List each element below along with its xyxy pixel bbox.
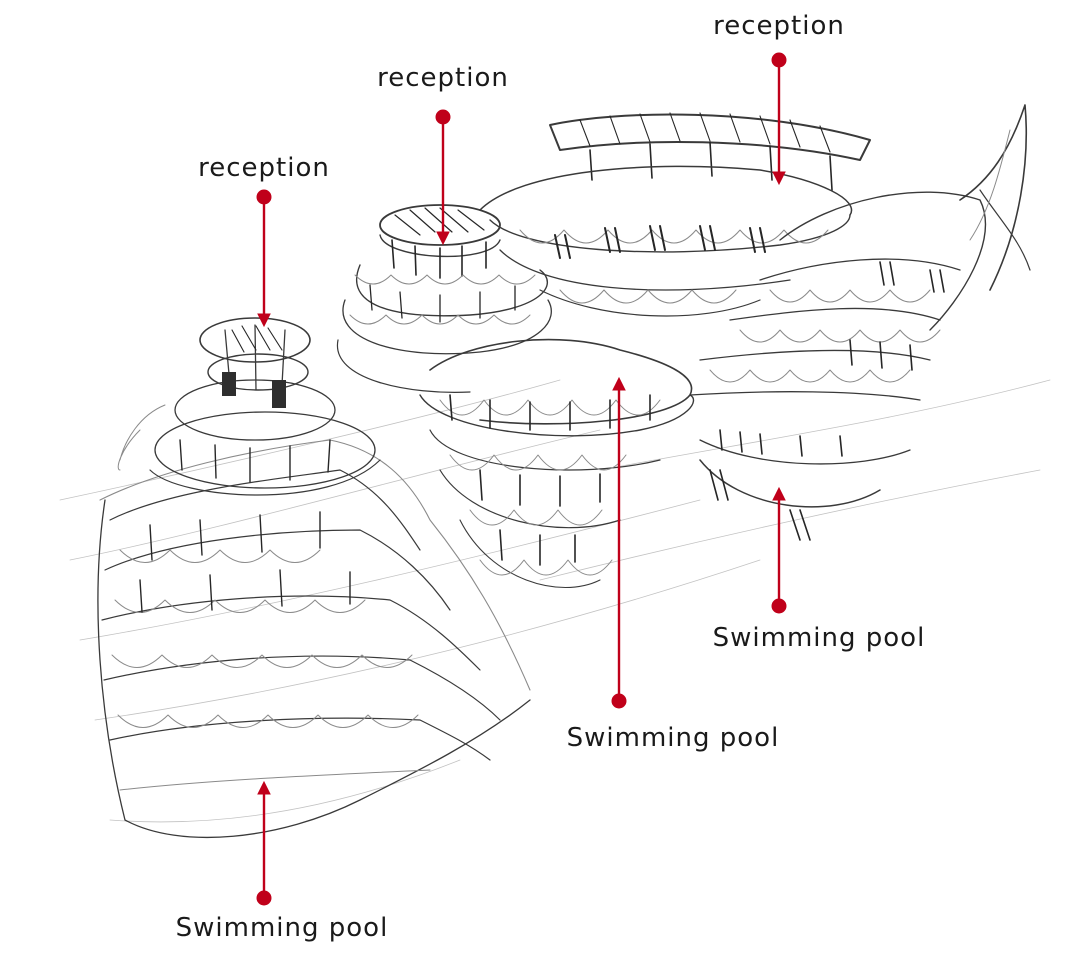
middle-terrace-building	[336, 204, 695, 588]
right-terrace-building	[479, 104, 1031, 541]
label-reception-right: reception	[713, 11, 845, 41]
left-terrace-building	[97, 317, 531, 839]
leader-pool-middle	[611, 376, 627, 709]
leader-pool-left	[256, 780, 272, 906]
leader-pool-right	[771, 486, 787, 614]
label-pool-middle: Swimming pool	[567, 723, 780, 753]
leader-reception-middle	[435, 109, 451, 246]
label-reception-left: reception	[198, 153, 330, 183]
leader-lines	[256, 52, 787, 906]
construction-lines	[59, 379, 1051, 823]
leader-reception-left	[256, 189, 272, 328]
label-pool-left: Swimming pool	[176, 913, 389, 943]
label-pool-right: Swimming pool	[713, 623, 926, 653]
leader-reception-right	[771, 52, 787, 186]
label-reception-middle: reception	[377, 63, 509, 93]
